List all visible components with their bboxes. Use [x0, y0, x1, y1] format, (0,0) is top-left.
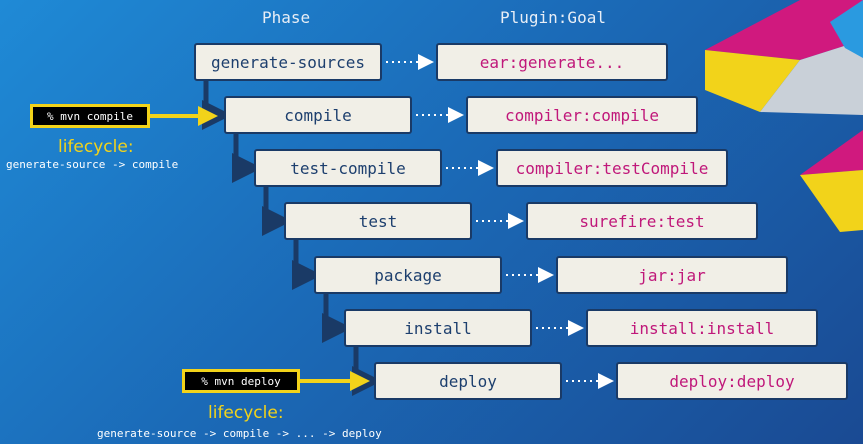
phase-box: install	[344, 309, 532, 347]
lifecycle-title-deploy: lifecycle:	[208, 403, 284, 423]
mvn-compile-command: % mvn compile	[30, 104, 150, 128]
goal-box: ear:generate...	[436, 43, 668, 81]
goal-header: Plugin:Goal	[500, 8, 606, 27]
goal-box: jar:jar	[556, 256, 788, 294]
phase-box: generate-sources	[194, 43, 382, 81]
chevron-blue-top	[830, 0, 863, 58]
chevron-magenta-top	[705, 0, 863, 60]
chevron-magenta-mid	[800, 130, 863, 175]
phase-sequence-arrow	[202, 81, 232, 130]
phase-box: test-compile	[254, 149, 442, 187]
mvn-deploy-command: % mvn deploy	[182, 369, 300, 393]
phase-box: package	[314, 256, 502, 294]
phase-sequence-arrow	[232, 134, 262, 183]
phase-sequence-arrow	[352, 347, 382, 396]
phase-box: test	[284, 202, 472, 240]
lifecycle-sequence-deploy: generate-source -> compile -> ... -> dep…	[97, 427, 382, 440]
phase-sequence-arrow	[292, 240, 322, 290]
phase-sequence-arrow	[262, 187, 292, 236]
phase-sequence-arrow	[322, 294, 352, 343]
goal-box: compiler:compile	[466, 96, 698, 134]
phase-header: Phase	[262, 8, 311, 27]
lifecycle-sequence-compile: generate-source -> compile	[6, 158, 179, 171]
phase-box: compile	[224, 96, 412, 134]
chevron-grey-top	[760, 40, 863, 115]
phase-box: deploy	[374, 362, 562, 400]
lifecycle-title-compile: lifecycle:	[58, 137, 134, 157]
goal-box: install:install	[586, 309, 818, 347]
chevron-yellow-mid	[800, 170, 863, 232]
goal-box: surefire:test	[526, 202, 758, 240]
goal-box: deploy:deploy	[616, 362, 848, 400]
chevron-yellow-top	[705, 50, 800, 112]
goal-box: compiler:testCompile	[496, 149, 728, 187]
